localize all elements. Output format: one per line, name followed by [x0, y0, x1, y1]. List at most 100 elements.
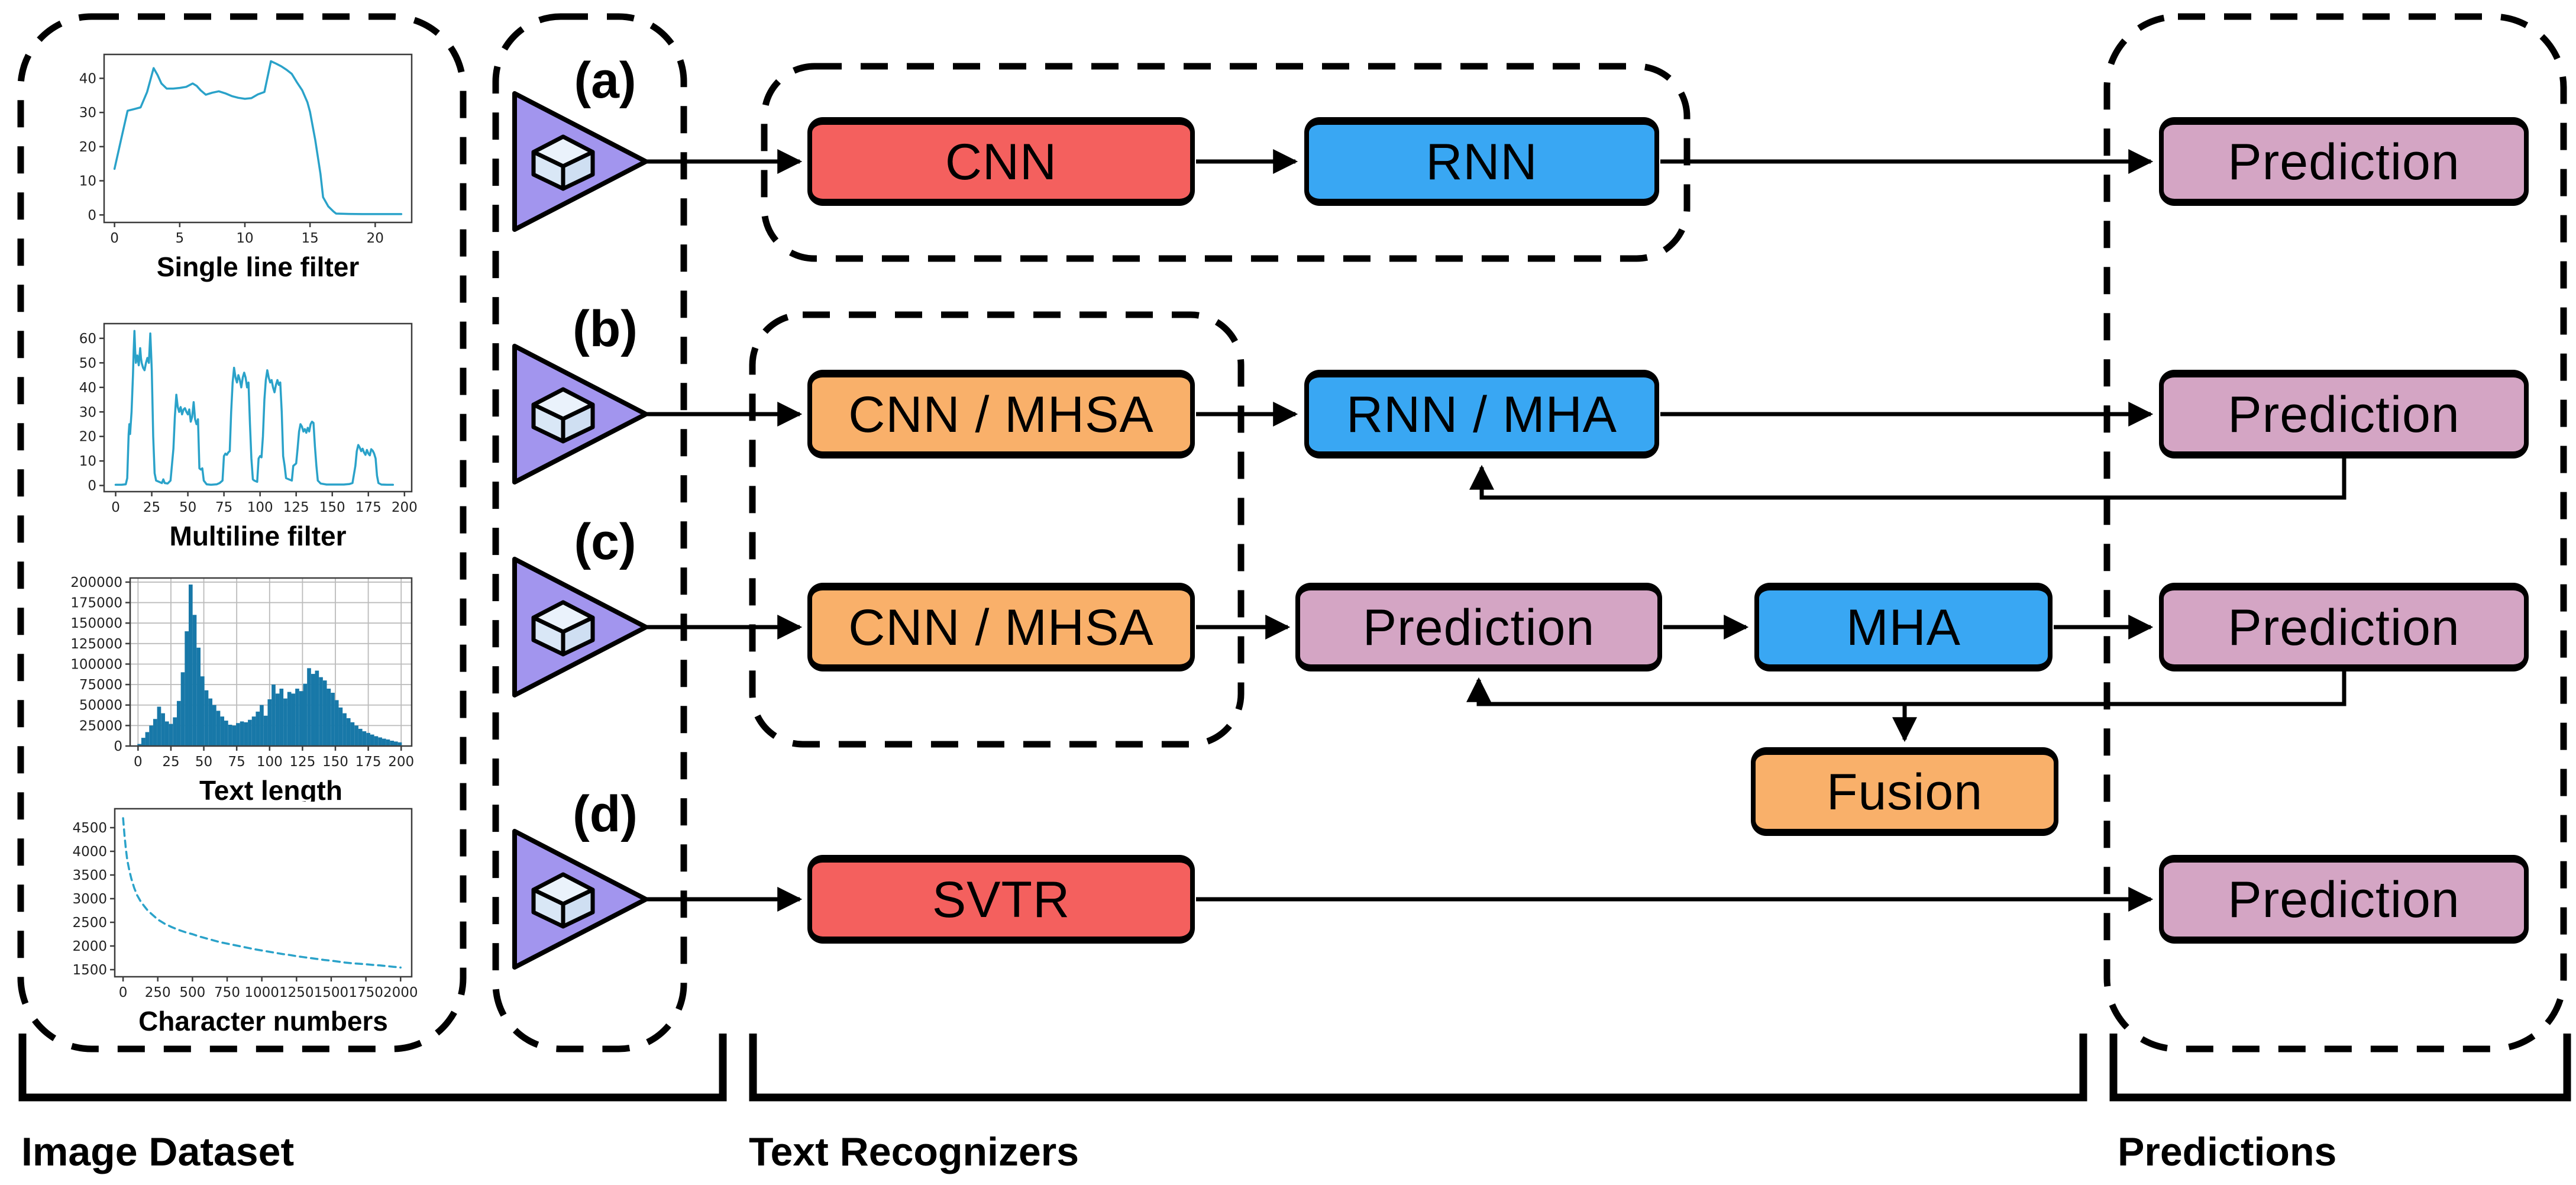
histogram-bar	[291, 693, 296, 746]
histogram-bar	[180, 672, 185, 746]
x-tick-label: 5	[175, 231, 184, 246]
histogram-bar	[287, 692, 292, 746]
panel-label-b: (b)	[573, 301, 638, 357]
x-tick-label: 0	[110, 231, 119, 246]
histogram-bar	[204, 690, 209, 746]
histogram-bar	[366, 732, 370, 746]
y-tick-label: 2500	[72, 915, 107, 931]
histogram-bar	[236, 723, 240, 746]
cube-icon	[531, 872, 595, 929]
container-image-dataset-outline	[17, 13, 467, 1052]
histogram-bar	[393, 741, 398, 746]
histogram-bar	[397, 742, 402, 746]
container-input-triangles-outline	[492, 13, 687, 1052]
y-tick-label: 50	[79, 356, 96, 371]
x-tick-label: 125	[283, 500, 309, 515]
x-tick-label: 1500	[314, 985, 349, 1000]
histogram-bar	[311, 674, 315, 746]
histogram-bar	[350, 722, 355, 746]
x-tick-label: 50	[195, 754, 212, 770]
x-tick-label: 20	[367, 231, 384, 246]
panel-label-a: (a)	[574, 52, 636, 109]
input-sample-icon-d	[512, 829, 648, 970]
y-tick-label: 125000	[70, 637, 122, 652]
y-tick-label: 0	[88, 479, 96, 494]
x-tick-label: 500	[179, 985, 205, 1000]
histogram-bar	[157, 706, 161, 746]
y-tick-label: 75000	[79, 677, 122, 693]
node-fusion: Fusion	[1751, 747, 2058, 836]
histogram-bar	[137, 744, 141, 746]
x-tick-label: 250	[145, 985, 171, 1000]
histogram-bar	[228, 724, 232, 746]
data-line	[114, 330, 395, 486]
histogram-bar	[390, 740, 394, 746]
y-tick-label: 175000	[70, 596, 122, 611]
histogram-bar	[173, 717, 177, 746]
bracket-text-recognizers	[749, 1034, 2087, 1102]
histogram-bar	[153, 719, 157, 746]
histogram-bar	[263, 715, 268, 746]
y-tick-label: 10	[79, 454, 96, 469]
x-tick-label: 75	[228, 754, 245, 770]
cube-icon	[531, 600, 595, 657]
node-rnn-mha: RNN / MHA	[1304, 370, 1659, 458]
histogram-bar	[295, 689, 299, 746]
histogram-bar	[212, 705, 216, 746]
y-tick-label: 2000	[72, 939, 107, 954]
x-tick-label: 0	[119, 985, 128, 1000]
x-tick-label: 1750	[348, 985, 383, 1000]
y-tick-label: 3000	[72, 892, 107, 907]
y-tick-label: 1500	[72, 963, 107, 978]
histogram-bar	[346, 718, 351, 746]
histogram-bar	[338, 707, 343, 746]
histogram-bar	[374, 736, 379, 746]
histogram-bar	[141, 738, 146, 746]
caption-multiline-filter: Multiline filter	[169, 521, 347, 551]
axes-spines	[114, 808, 413, 978]
node-cnn-mhsa-b: CNN / MHSA	[807, 370, 1195, 458]
histogram-bar	[216, 711, 221, 746]
histogram-bar	[232, 725, 237, 746]
histogram-bar	[283, 698, 287, 746]
node-rnn: RNN	[1304, 117, 1659, 206]
histogram-bar	[145, 732, 150, 746]
histogram-bar	[201, 676, 205, 746]
x-tick-label: 100	[257, 754, 283, 770]
histogram-bar	[362, 731, 367, 746]
histogram-bar	[256, 711, 260, 746]
axes-spines	[103, 322, 413, 493]
histogram-bar	[267, 699, 272, 746]
histogram-bar	[275, 693, 280, 746]
y-tick-label: 25000	[79, 718, 122, 734]
histogram-bar	[386, 739, 390, 746]
x-tick-label: 200	[388, 754, 414, 770]
node-prediction-a: Prediction	[2159, 117, 2529, 206]
histogram-bar	[354, 725, 358, 746]
section-label-predictions: Predictions	[2118, 1129, 2337, 1174]
data-line	[122, 817, 402, 969]
node-prediction-c-final: Prediction	[2159, 583, 2529, 671]
data-line	[113, 60, 403, 215]
histogram-bar	[358, 728, 363, 746]
x-tick-label: 750	[214, 985, 240, 1000]
x-tick-label: 50	[179, 500, 196, 515]
cube-icon	[531, 387, 595, 444]
histogram-bar	[382, 738, 386, 746]
node-mha: MHA	[1754, 583, 2053, 671]
histogram-bar	[224, 721, 228, 746]
x-tick-label: 10	[236, 231, 253, 246]
caption-single-line-filter: Single line filter	[156, 251, 360, 282]
histogram-bar	[334, 700, 339, 746]
x-tick-label: 125	[289, 754, 315, 770]
x-tick-label: 1250	[279, 985, 314, 1000]
x-tick-label: 2000	[383, 985, 418, 1000]
y-tick-label: 30	[79, 405, 96, 420]
container-row-bc-outline	[749, 311, 1245, 748]
x-tick-label: 25	[143, 500, 160, 515]
y-tick-label: 60	[79, 331, 96, 347]
caption-character-numbers: Character numbers	[138, 1006, 388, 1037]
